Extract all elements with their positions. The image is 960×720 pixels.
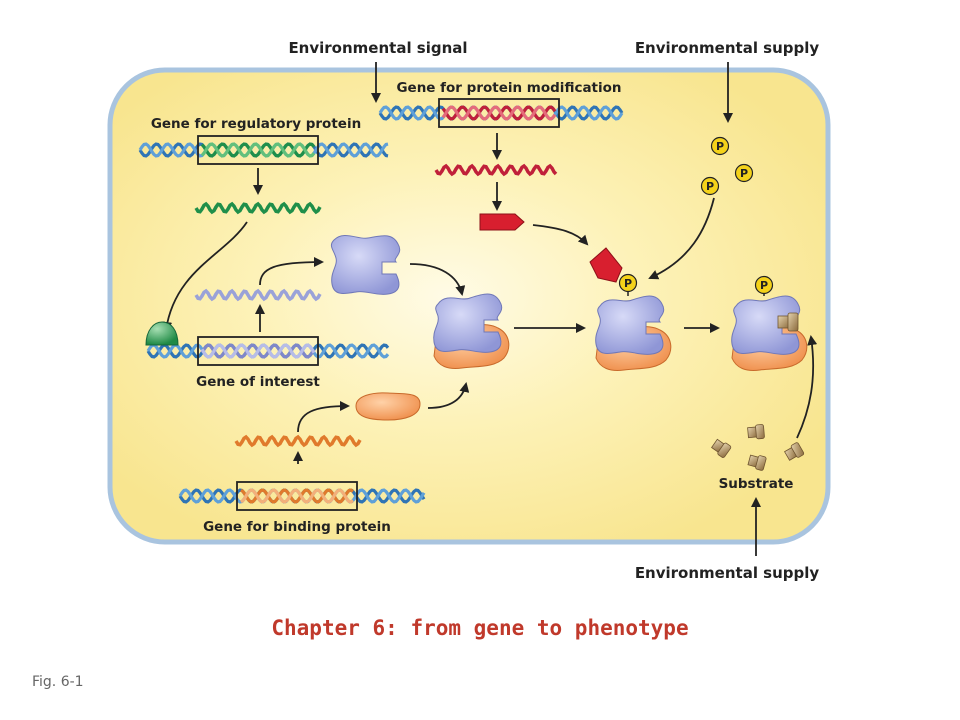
label-gene-protein-modification: Gene for protein modification — [396, 80, 621, 96]
binding-protein-free — [355, 392, 421, 421]
bound-substrate — [777, 312, 799, 332]
protein-complex-2 — [595, 288, 672, 371]
phosphate-group: P — [618, 273, 638, 293]
dna-modification-gene — [378, 98, 624, 128]
figure-reference: Fig. 6-1 — [32, 674, 84, 690]
interest-mrna — [194, 288, 322, 302]
phosphate-label: P — [740, 167, 748, 180]
pathway-arrows — [162, 62, 818, 556]
label-substrate: Substrate — [719, 476, 794, 492]
substrate-molecule — [784, 442, 805, 461]
phosphate-label: P — [716, 140, 724, 153]
substrate-molecule — [711, 438, 732, 458]
substrate-molecule — [747, 424, 765, 440]
phosphate-label: P — [624, 277, 632, 290]
substrate-molecule — [747, 454, 767, 471]
label-environmental-supply-bottom: Environmental supply — [635, 564, 820, 582]
phosphate-label: P — [760, 279, 768, 292]
label-environmental-supply-top: Environmental supply — [635, 39, 820, 57]
dna-binding-protein-gene — [178, 481, 426, 511]
dna-gene-of-interest — [146, 336, 390, 366]
modification-mrna — [434, 163, 558, 177]
phosphate-label: P — [706, 180, 714, 193]
binding-mrna — [234, 434, 362, 448]
protein-of-interest-free — [330, 235, 401, 295]
modifying-enzyme — [479, 213, 525, 231]
label-gene-regulatory-protein: Gene for regulatory protein — [151, 116, 361, 132]
protein-complex-3 — [731, 292, 808, 371]
modifying-enzyme-bound — [589, 247, 623, 283]
regulatory-mrna — [194, 201, 322, 215]
protein-complex-1 — [433, 293, 510, 369]
label-gene-binding-protein: Gene for binding protein — [203, 519, 391, 535]
phosphate-group: P — [700, 176, 720, 196]
regulatory-protein — [145, 321, 179, 346]
phosphate-group: P — [734, 163, 754, 183]
label-environmental-signal: Environmental signal — [288, 39, 467, 57]
phosphate-group: P — [710, 136, 730, 156]
chapter-caption: Chapter 6: from gene to phenotype — [271, 616, 689, 640]
label-gene-of-interest: Gene of interest — [196, 374, 320, 390]
dna-regulatory-gene — [138, 135, 389, 165]
phosphate-group: P — [754, 275, 774, 295]
